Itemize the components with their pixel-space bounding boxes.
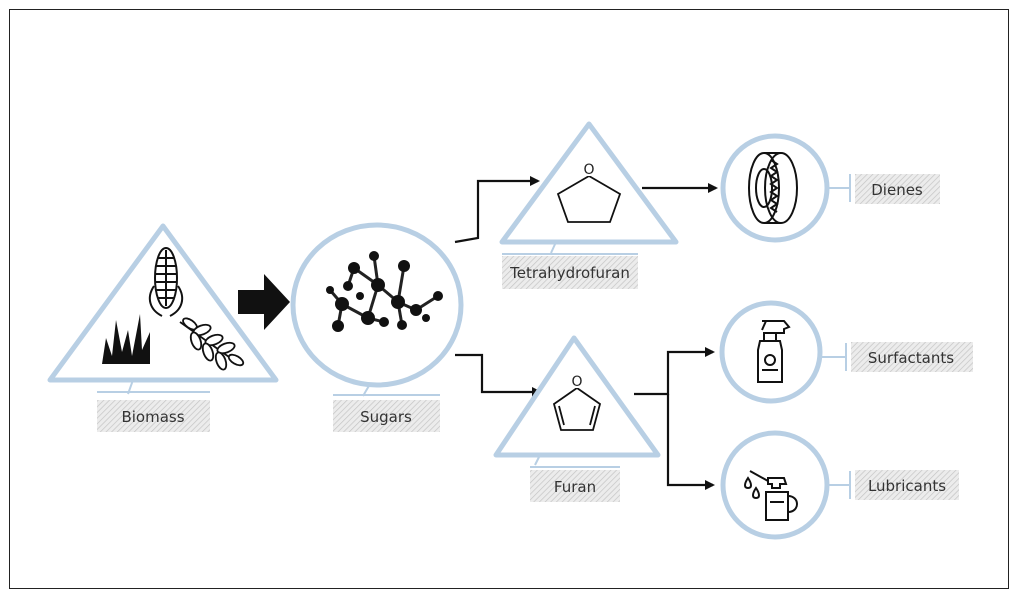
lubricants-label-box xyxy=(855,470,959,500)
tetrahydrofuran-oxygen-atom: O xyxy=(583,162,594,178)
surfactants-node: Surfactants xyxy=(719,300,973,404)
lubricants-node: Lubricants xyxy=(720,430,959,540)
surfactants-label: Surfactants xyxy=(868,349,954,367)
dienes-label-box xyxy=(855,174,940,204)
molecule-icon xyxy=(326,251,443,332)
arrow-sugars-to-tetrahydrofuran xyxy=(454,176,540,244)
biomass-label: Biomass xyxy=(121,408,184,426)
biomass-node: Biomass xyxy=(47,223,279,432)
sugars-label-box xyxy=(333,400,440,432)
sugars-node: Sugars xyxy=(290,222,464,432)
biomass-label-box xyxy=(97,400,210,432)
surfactants-label-box xyxy=(851,342,973,372)
spray-bottle-icon xyxy=(757,320,791,383)
arrow-sugars-to-furan xyxy=(455,353,542,397)
lubricants-circle xyxy=(720,430,830,540)
furan-ring-icon: O xyxy=(552,372,602,431)
corn-icon xyxy=(148,247,184,317)
tetrahydrofuran-ring-icon: O xyxy=(556,160,622,223)
surfactants-circle xyxy=(719,300,823,404)
tire-icon xyxy=(748,152,798,224)
block-arrow-biomass-to-sugars xyxy=(238,274,290,330)
arrow-furan-to-lubricants xyxy=(666,394,715,490)
dienes-circle xyxy=(720,133,830,243)
connector-arrows xyxy=(454,176,718,490)
tetrahydrofuran-label-box xyxy=(502,256,638,289)
furan-triangle xyxy=(493,335,661,458)
tetrahydrofuran-triangle xyxy=(499,121,679,245)
sugars-label: Sugars xyxy=(360,408,412,426)
tetrahydrofuran-label: Tetrahydrofuran xyxy=(509,264,630,282)
grass-icon xyxy=(102,314,150,364)
sugars-circle xyxy=(290,222,464,388)
furan-label: Furan xyxy=(554,478,596,496)
furan-label-box xyxy=(530,470,620,502)
arrow-furan-branch xyxy=(634,347,715,396)
dienes-label: Dienes xyxy=(871,181,923,199)
tetrahydrofuran-node: O Tetrahydrofuran xyxy=(499,121,679,289)
oil-can-icon xyxy=(744,470,798,521)
furan-oxygen-atom: O xyxy=(571,374,582,390)
lubricants-label: Lubricants xyxy=(868,477,946,495)
dienes-node: Dienes xyxy=(720,133,940,243)
leaf-branch-icon xyxy=(179,317,245,371)
furan-node: O Furan xyxy=(493,335,661,502)
